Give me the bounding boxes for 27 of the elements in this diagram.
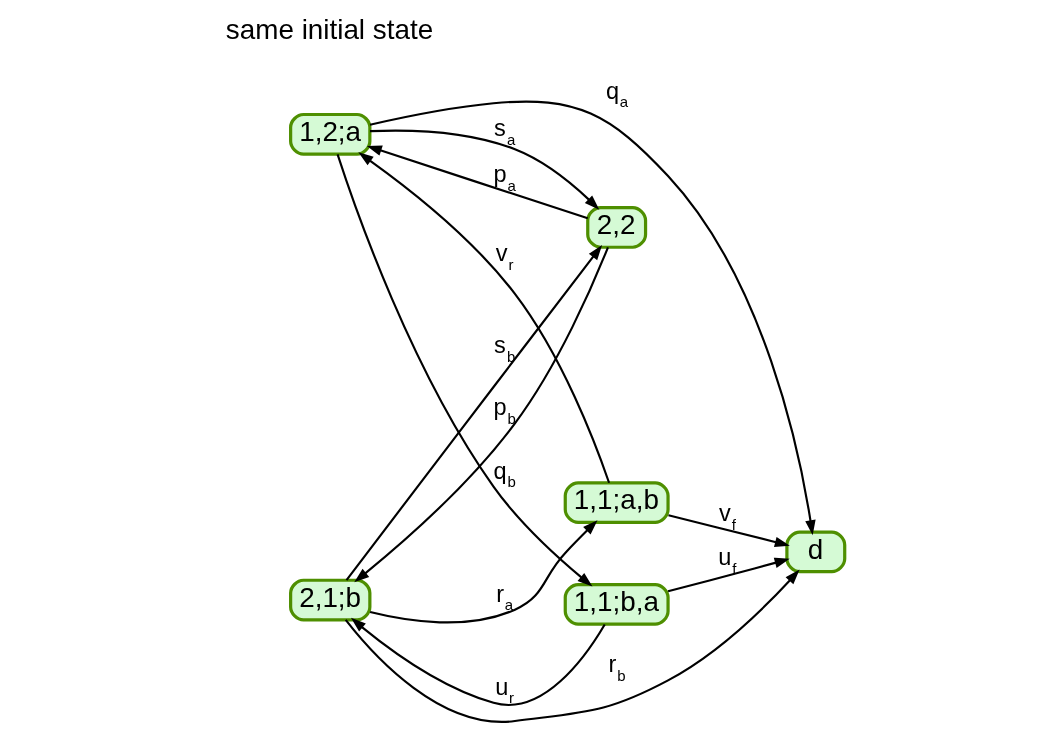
edge-label: r$_{a}$ <box>496 580 514 614</box>
arrow <box>369 100 816 536</box>
arrow <box>366 145 589 220</box>
arrow <box>369 129 600 210</box>
arrow <box>350 617 606 706</box>
arrow <box>369 520 598 624</box>
node-box: 2,2 <box>586 206 648 249</box>
arrow <box>667 557 790 593</box>
arrow <box>336 154 593 587</box>
edge-label: v$_{r}$ <box>495 240 514 273</box>
arrow <box>344 569 800 723</box>
node-box: 1,1;b,a <box>563 582 670 626</box>
edge-label: v$_{f}$ <box>718 500 736 533</box>
arrow <box>668 514 790 548</box>
node-box: 1,2;a <box>289 112 372 156</box>
node-box: 1,1;a,b <box>563 481 670 525</box>
edge-label: r$_{b}$ <box>608 651 626 684</box>
arrow <box>358 152 611 484</box>
edge-label: p$_{a}$ <box>493 161 516 194</box>
edge-label: u$_{r}$ <box>495 673 515 707</box>
label: same initial state <box>225 14 434 46</box>
edge-label: p$_{b}$ <box>493 394 516 427</box>
edge-label: s$_{a}$ <box>494 115 516 148</box>
node-box: d <box>785 530 847 574</box>
edge-label: q$_{b}$ <box>493 457 516 491</box>
node-box: 2,1;b <box>289 578 372 622</box>
edge-label: q$_{a}$ <box>605 77 629 111</box>
